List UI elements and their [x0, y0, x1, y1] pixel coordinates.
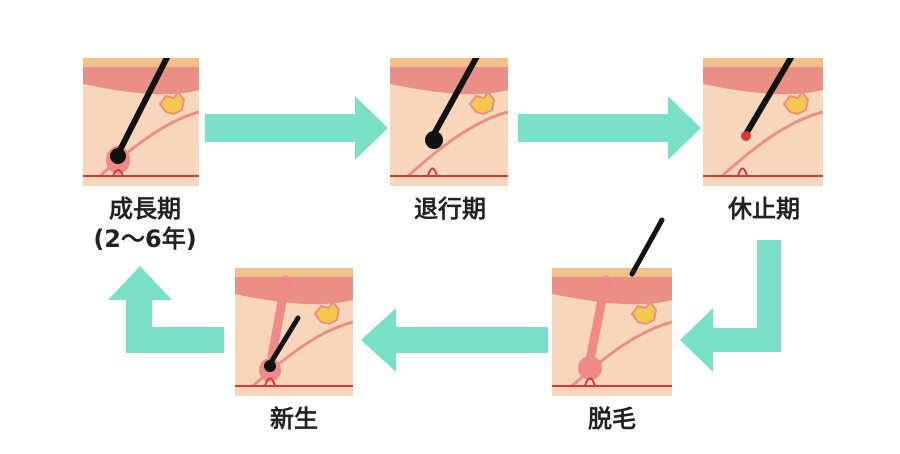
shedding-skin-panel: [552, 268, 672, 396]
new-growth-name: 新生: [270, 405, 318, 433]
shed-hair-strand: [629, 217, 665, 277]
arrow-catagen-to-telogen: [518, 96, 701, 160]
stage-label-shedding: 脱毛: [532, 404, 692, 434]
telogen-skin-panel: [703, 58, 823, 186]
arrow-shedding-to-new-growth: [361, 308, 548, 372]
stage-label-telogen: 休止期: [684, 194, 844, 224]
stage-label-anagen: 成長期 (2〜6年): [60, 194, 230, 254]
anagen-skin-panel: [83, 58, 199, 186]
arrow-new-growth-to-anagen: [108, 266, 224, 353]
stage-label-catagen: 退行期: [370, 194, 530, 224]
new-growth-skin-panel: [235, 268, 353, 396]
catagen-name: 退行期: [414, 195, 486, 223]
anagen-name: 成長期: [109, 195, 181, 223]
catagen-skin-panel: [390, 58, 508, 186]
arrow-anagen-to-catagen: [205, 96, 388, 160]
stage-label-new-growth: 新生: [214, 404, 374, 434]
anagen-period: (2〜6年): [93, 225, 197, 253]
arrow-telogen-to-shedding: [680, 240, 781, 372]
shedding-name: 脱毛: [588, 405, 636, 433]
telogen-name: 休止期: [728, 195, 800, 223]
